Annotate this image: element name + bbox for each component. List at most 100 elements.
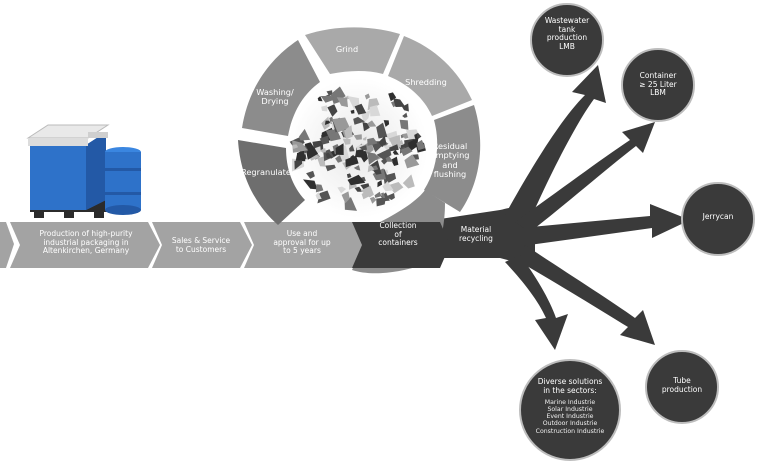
hub-label: Material recycling — [459, 225, 493, 243]
plastic-chip — [404, 154, 420, 169]
plastic-chip — [416, 139, 426, 151]
plastic-chip — [306, 170, 315, 179]
plastic-chip — [346, 173, 352, 179]
cycle-residual-label: Residual emptying and flushing — [430, 141, 470, 180]
plastic-chip — [342, 138, 351, 145]
plastic-chip — [385, 193, 395, 200]
plastic-chip — [347, 96, 360, 109]
plastic-chip — [347, 174, 366, 186]
plastic-chip — [388, 134, 401, 148]
arrow-container — [515, 122, 655, 232]
plastic-chip — [383, 120, 390, 127]
plastic-chip — [392, 149, 399, 155]
plastic-chips-image — [288, 78, 428, 218]
step-production-label: Production of high-purity industrial pac… — [39, 229, 133, 256]
plastic-chip — [292, 140, 308, 153]
plastic-chip — [360, 154, 368, 163]
step-collection-label: Collection of containers — [378, 221, 418, 248]
plastic-chip — [320, 96, 334, 103]
arrow-diverse — [505, 255, 568, 350]
plastic-chip — [382, 181, 394, 192]
plastic-chip — [389, 144, 399, 152]
arrow-jerrycan — [520, 204, 690, 246]
plastic-chip — [393, 98, 406, 107]
plastic-chip — [304, 142, 319, 160]
plastic-chip — [335, 155, 343, 163]
plastic-chip — [361, 109, 371, 123]
segment-washing — [242, 40, 320, 136]
plastic-chip — [314, 146, 321, 154]
cycle-regranulate-label: Regranulate — [241, 167, 291, 177]
hub-box — [352, 222, 450, 268]
plastic-chip — [294, 160, 303, 170]
plastic-chip — [378, 135, 387, 148]
cycle-shredding-label: Shredding — [405, 77, 447, 87]
chevron-start — [0, 222, 14, 268]
sector-item: Solar Industrie — [547, 406, 593, 414]
output-wastewater-label: Wastewater tank production LMB — [544, 16, 590, 51]
plastic-chip — [398, 139, 404, 146]
plastic-chip — [354, 186, 363, 192]
plastic-chip — [399, 119, 409, 130]
plastic-chip — [369, 196, 377, 204]
plastic-chip — [335, 143, 344, 155]
plastic-chip — [380, 192, 386, 198]
plastic-chip — [325, 164, 336, 172]
segment-shredding — [388, 36, 472, 116]
plastic-chip — [376, 122, 388, 139]
plastic-chip — [359, 145, 367, 151]
plastic-chip — [353, 134, 362, 140]
sector-item: Construction Industrie — [535, 427, 605, 435]
plastic-chip — [367, 165, 375, 173]
arrow-tube — [520, 245, 655, 345]
arrow-wastewater — [505, 65, 606, 220]
plastic-chip — [336, 97, 348, 108]
plastic-chip — [332, 117, 350, 133]
plastic-chip — [364, 93, 370, 100]
plastic-chip — [319, 135, 330, 145]
plastic-chip — [315, 192, 322, 200]
plastic-chip — [360, 185, 374, 198]
plastic-chip — [325, 152, 333, 159]
plastic-chip — [387, 182, 404, 194]
plastic-chip — [353, 165, 361, 171]
step-sales-label: Sales & Service to Customers — [171, 236, 231, 254]
plastic-chip — [412, 154, 420, 160]
plastic-chip — [296, 151, 306, 160]
plastic-chip — [337, 186, 347, 194]
output-diverse-title: Diverse solutions in the sectors: — [537, 377, 603, 395]
product-illustration — [26, 124, 141, 218]
circle-diverse — [519, 359, 621, 461]
plastic-chip — [317, 190, 331, 204]
plastic-chip — [362, 122, 370, 132]
cycle-washing-label: Washing/ Drying — [256, 87, 294, 107]
segment-regranulate — [238, 140, 305, 225]
plastic-chip — [367, 152, 380, 165]
plastic-chip — [400, 146, 413, 157]
plastic-chip — [321, 105, 328, 112]
output-sectors-list: Marine Industrie Solar Industrie Event I… — [525, 399, 615, 435]
plastic-chip — [341, 191, 350, 204]
plastic-chip — [366, 120, 377, 127]
plastic-chip — [354, 103, 367, 115]
sector-item: Marine Industrie — [544, 399, 596, 406]
chevron-production — [10, 222, 160, 268]
circle-tube — [645, 350, 719, 424]
chevron-use — [244, 222, 364, 268]
plastic-chip — [408, 137, 419, 153]
plastic-chip — [292, 144, 299, 149]
process-chevrons — [0, 222, 364, 268]
plastic-chip — [367, 137, 378, 146]
plastic-chip — [299, 128, 310, 141]
output-arrows — [505, 65, 690, 350]
plastic-chip — [374, 191, 382, 198]
plastic-chip — [372, 168, 386, 181]
plastic-chip — [376, 148, 392, 160]
plastic-chip — [376, 197, 386, 207]
output-container-label: Container ≥ 25 Liter LBM — [639, 71, 677, 98]
circle-container — [621, 48, 695, 122]
plastic-chip — [402, 174, 415, 189]
plastic-chip — [388, 92, 397, 102]
